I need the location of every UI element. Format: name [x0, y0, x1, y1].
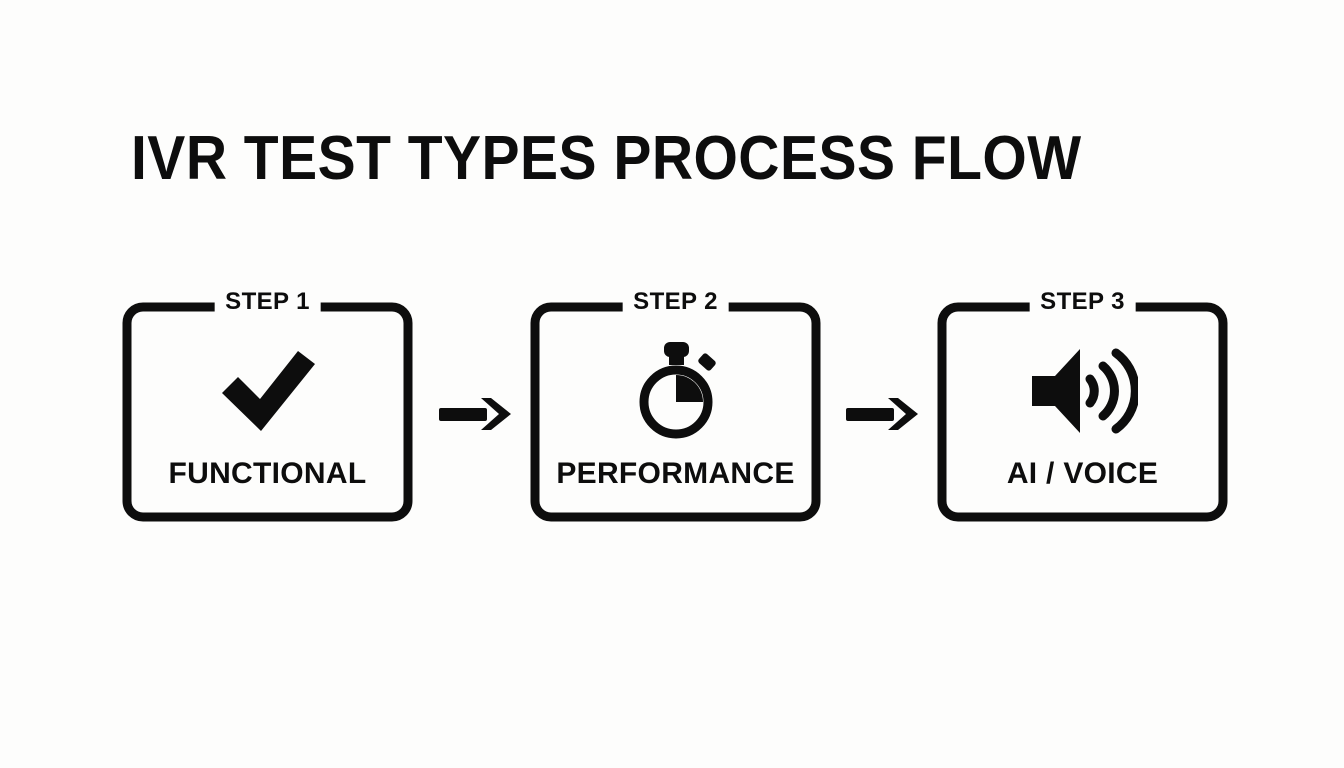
flow-connector-2 — [844, 392, 922, 436]
process-flow-diagram: STEP 1 FUNCTIONAL STEP 2 — [122, 288, 1228, 524]
step-card-frame — [530, 302, 821, 522]
step-title-2: PERFORMANCE — [556, 457, 795, 490]
page-title: IVR TEST TYPES PROCESS FLOW — [131, 124, 1082, 193]
step-card-frame — [937, 302, 1228, 522]
arrow-right-icon — [439, 398, 511, 430]
step-card-3[interactable]: STEP 3 AI / VOICE — [937, 288, 1228, 522]
step-icon-slot-2 — [530, 340, 821, 442]
step-card-1[interactable]: STEP 1 FUNCTIONAL — [122, 288, 413, 522]
step-badge-2: STEP 2 — [622, 288, 729, 316]
step-badge-1: STEP 1 — [214, 288, 321, 316]
arrow-right-icon — [846, 398, 918, 430]
step-title-3: AI / VOICE — [1006, 457, 1159, 490]
step-badge-3: STEP 3 — [1029, 288, 1136, 316]
step-card-frame — [122, 302, 413, 522]
step-icon-slot-1 — [122, 340, 413, 442]
step-title-1: FUNCTIONAL — [168, 457, 367, 490]
checkmark-icon — [221, 351, 315, 431]
step-icon-slot-3 — [937, 340, 1228, 442]
flow-connector-1 — [437, 392, 515, 436]
speaker-volume-icon — [1031, 348, 1138, 434]
stopwatch-icon — [639, 342, 716, 439]
step-card-2[interactable]: STEP 2 PERFORMANCE — [530, 288, 821, 522]
